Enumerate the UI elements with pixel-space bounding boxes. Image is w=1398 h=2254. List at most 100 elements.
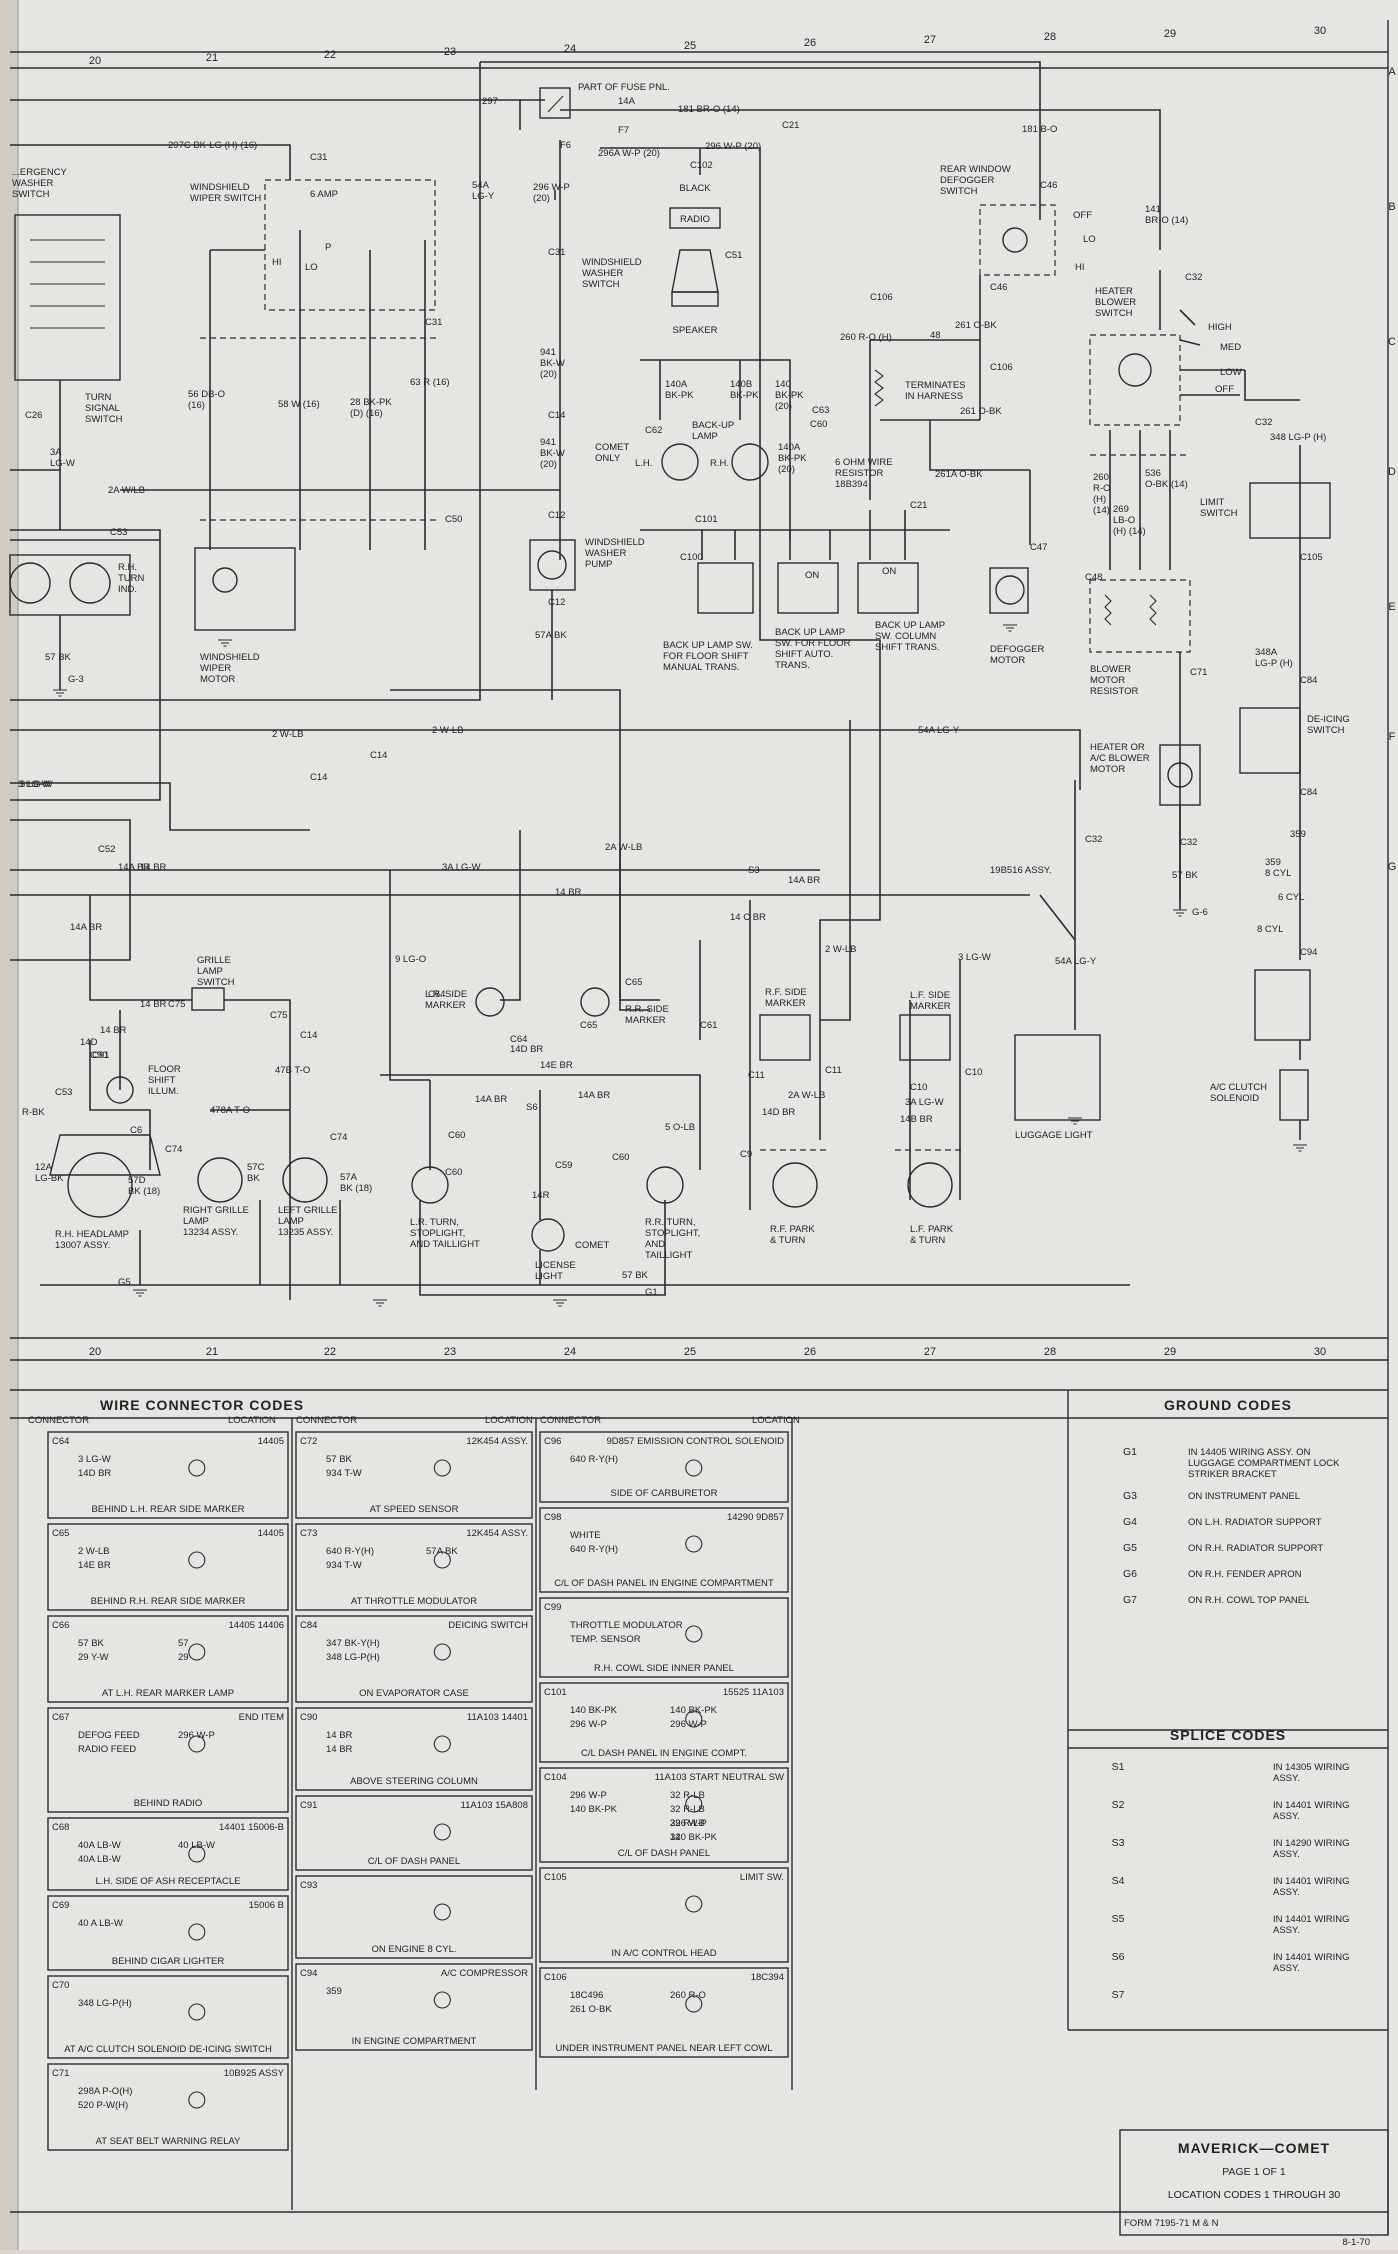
connector-c90-38: C90: [90, 1050, 107, 1061]
blower-med-label: MED: [1220, 342, 1241, 353]
wire-48: 48: [930, 330, 941, 341]
grid-bottom-22: 22: [324, 1346, 336, 1358]
connector-pin-icon: [188, 1643, 206, 1661]
splice-codes-title: SPLICE CODES: [1170, 1727, 1286, 1743]
connector-code-wire: 40A LB-W: [78, 1854, 121, 1865]
grid-right-E: E: [1388, 601, 1395, 613]
connector-code-cell: [295, 1615, 533, 1703]
connector-code-id: C93: [300, 1880, 317, 1891]
connector-code-wire: 261 O-BK: [570, 2004, 612, 2015]
connector-code-cell: [539, 1967, 789, 2058]
ground-symbol: [1293, 1144, 1307, 1152]
connector-code-id: C96: [544, 1436, 561, 1447]
connector-code-part: A/C COMPRESSOR: [441, 1968, 528, 1979]
connector-code-id: C72: [300, 1436, 317, 1447]
wire-14abr2: 14A BR: [788, 875, 820, 886]
connector-code-part: 10B925 ASSY: [224, 2068, 285, 2079]
wire-14cbr: 14 C BR: [730, 912, 766, 923]
ground-symbol: [553, 1299, 567, 1307]
connector-pin-icon: [433, 1735, 451, 1753]
connector-c14-32: C14: [370, 750, 387, 761]
connector-code-part: 15525 11A103: [723, 1687, 784, 1698]
wire-3lgw-left: 3 LG-W: [18, 779, 51, 790]
connector-code-cell: [295, 1875, 533, 1959]
connector-c11-52: C11: [748, 1070, 765, 1081]
splice-code: S5: [1112, 1913, 1125, 1925]
connector-c102-7: C102: [690, 160, 713, 171]
connector-c11-53: C11: [825, 1065, 842, 1076]
title-date: 8-1-70: [1343, 2237, 1370, 2248]
defog-lo-label: LO: [1083, 234, 1096, 245]
connector-code-id: C84: [300, 1620, 317, 1631]
connector-code-wire: 640 R-Y(H): [570, 1454, 618, 1465]
connector-pin-icon: [685, 1710, 703, 1728]
splice-s3-label: S3: [748, 865, 760, 876]
connector-c64-44: C64: [510, 1034, 527, 1045]
wire-181b: 181 B-O: [1022, 124, 1057, 135]
connector-code-part: 14405 14406: [229, 1620, 284, 1631]
connector-c21-8: C21: [782, 120, 799, 131]
ground-g1-label: G1: [645, 1287, 658, 1298]
wire-14br-c90: 14 BR: [100, 1025, 127, 1036]
wiper-p-label: P: [325, 242, 331, 253]
connector-code-wire: 296 W-P: [670, 1818, 707, 1829]
connector-c65-46: C65: [580, 1020, 597, 1031]
grid-bottom-26: 26: [804, 1346, 816, 1358]
connector-code-cell: [47, 1523, 289, 1611]
connector-c51-6: C51: [725, 250, 742, 261]
connector-code-id: C67: [52, 1712, 69, 1723]
grid-top-27: 27: [924, 34, 936, 46]
connector-code-id: C101: [544, 1687, 567, 1698]
wire-296a: 296A W-P (20): [598, 148, 660, 159]
grid-bottom-29: 29: [1164, 1346, 1176, 1358]
connector-code-part: 14401 15006-B: [219, 1822, 284, 1833]
connector-code-wire: 347 BK-Y(H): [326, 1638, 380, 1649]
connector-c46-10: C46: [990, 282, 1007, 293]
connector-c106-13: C106: [870, 292, 893, 303]
ground-codes-title: GROUND CODES: [1164, 1397, 1292, 1413]
connector-c53-58: C53: [55, 1087, 72, 1098]
assy-19b516-label: 19B516 ASSY.: [990, 865, 1052, 876]
connector-pin-icon: [188, 1735, 206, 1753]
connector-c75-36: C75: [270, 1010, 287, 1021]
connector-code-wire: 359: [326, 1986, 342, 1997]
connector-code-location: UNDER INSTRUMENT PANEL NEAR LEFT COWL: [555, 2043, 772, 2054]
connector-c9-54: C9: [740, 1149, 752, 1160]
grid-top-26: 26: [804, 37, 816, 49]
wire-14abr4: 14A BR: [578, 1090, 610, 1101]
connector-code-id: C105: [544, 1872, 567, 1883]
connector-c74-42: C74: [330, 1132, 347, 1143]
splice-code: S6: [1112, 1951, 1125, 1963]
ground-g3-label: G-3: [68, 674, 84, 685]
connector-code-wire: 29 Y-W: [78, 1652, 109, 1663]
grid-top-28: 28: [1044, 31, 1056, 43]
connector-code-cell: [47, 1975, 289, 2059]
splice-code: S4: [1112, 1875, 1125, 1887]
wire-57bk3: 57 BK: [622, 1270, 649, 1281]
ground-symbol: [1068, 1117, 1082, 1125]
wire-2awlb: 2A W-LB: [605, 842, 642, 853]
connector-c64-43: C64: [428, 989, 445, 1000]
wire-261a: 261 O-BK: [955, 320, 997, 331]
fuse-f7-label: F7: [618, 125, 629, 136]
wire-54ay2: 54A LG-Y: [1055, 956, 1097, 967]
connector-code-cell: [539, 1597, 789, 1678]
connector-code-wire: 934 T-W: [326, 1468, 362, 1479]
title-page: PAGE 1 OF 1: [1222, 2166, 1286, 2178]
connector-code-location: BEHIND CIGAR LIGHTER: [112, 1956, 225, 1967]
wire-3alg2: 3A LG-W: [905, 1097, 944, 1108]
